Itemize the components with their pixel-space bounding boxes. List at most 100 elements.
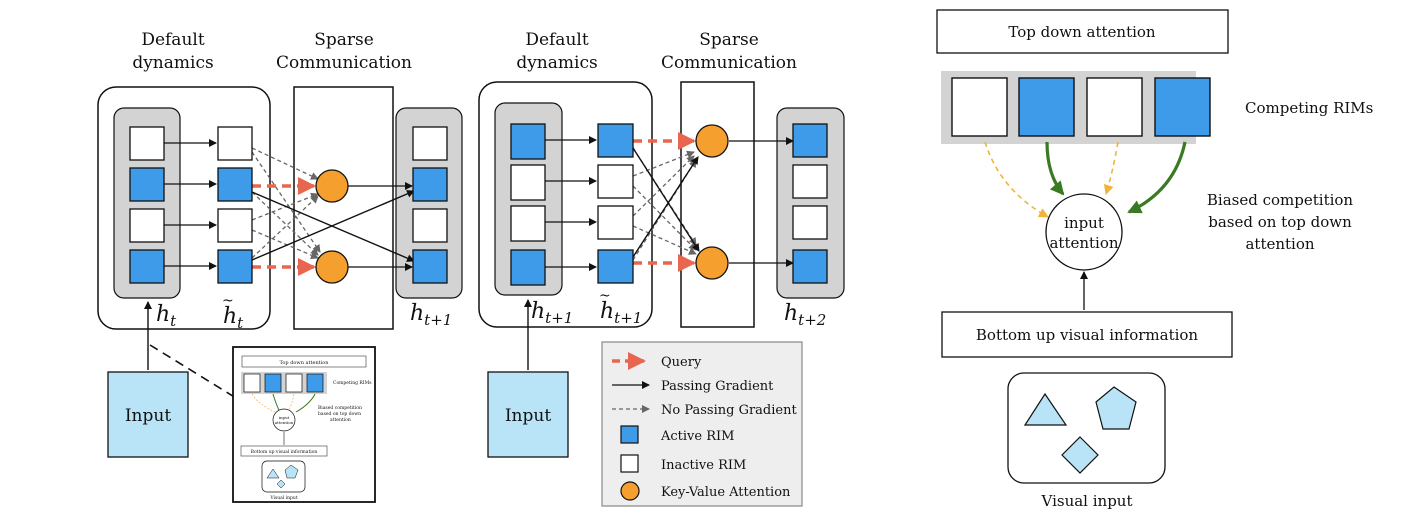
passing-gradient-arrow xyxy=(632,156,699,258)
legend-key-value-attention-swatch xyxy=(620,481,640,501)
strong-bias-arrow xyxy=(1127,141,1187,214)
svg-text:Top down attention: Top down attention xyxy=(279,360,329,366)
active-rim xyxy=(792,249,828,284)
no-passing-gradient-arrow xyxy=(251,195,319,259)
active-rim xyxy=(217,249,253,284)
inactive-rim xyxy=(129,208,165,243)
rim-boxes xyxy=(129,123,828,286)
active-rim xyxy=(412,167,448,202)
key-value-attention-node xyxy=(315,250,349,284)
input-label-2: Input xyxy=(505,406,551,426)
pentagon-shape xyxy=(1095,386,1137,430)
inactive-rim xyxy=(597,205,634,240)
competing-rims xyxy=(951,77,1211,137)
legend-passing-gradient-label: Passing Gradient xyxy=(661,379,774,394)
triangle-shape xyxy=(1023,392,1068,426)
bottom-up-box xyxy=(941,311,1233,358)
h-t1-label: ht+1 xyxy=(410,301,452,329)
svg-text:Competing RIMs: Competing RIMs xyxy=(333,380,372,386)
no-passing-gradient-arrow xyxy=(251,192,319,221)
svg-text:Visual input: Visual input xyxy=(269,495,297,501)
h-t2-label: ht+2 xyxy=(784,301,826,329)
inactive-rim xyxy=(129,126,165,161)
h-tilde-t-label: ht xyxy=(223,304,244,332)
sparse-communication-frame-2 xyxy=(680,81,755,328)
left-connections xyxy=(144,132,794,399)
input-box-2 xyxy=(487,371,569,458)
inactive-rim xyxy=(1086,77,1143,137)
active-rim xyxy=(510,123,546,160)
h-tilde-t1-label: ht+1 xyxy=(600,299,642,327)
h-t-label: ht xyxy=(156,302,177,330)
legend-key-value-attention-label: Key-Value Attention xyxy=(661,485,791,500)
legend-inactive-rim-label: Inactive RIM xyxy=(661,458,746,473)
competing-rims-label: Competing RIMs xyxy=(1245,99,1373,117)
sparse-communication-frame-1 xyxy=(293,86,394,330)
weak-bias-arrow xyxy=(984,141,1049,218)
active-rim xyxy=(510,249,546,286)
no-passing-gradient-arrow xyxy=(632,225,697,255)
legend-no-passing-gradient-label: No Passing Gradient xyxy=(661,403,797,418)
active-rim xyxy=(412,249,448,284)
no-passing-gradient-arrow xyxy=(251,229,319,259)
bottom-up-label: Bottom up visual information xyxy=(976,326,1199,344)
inactive-rim xyxy=(951,77,1008,137)
inactive-rim xyxy=(510,205,546,242)
legend-query-label: Query xyxy=(661,355,702,370)
inactive-rim xyxy=(597,164,634,199)
input-attention-node xyxy=(1045,193,1123,271)
visual-input-label: Visual input xyxy=(1041,492,1133,510)
inactive-rim xyxy=(217,208,253,243)
input-box-1 xyxy=(107,371,189,458)
active-rim xyxy=(217,167,253,202)
legend: Query Passing Gradient No Passing Gradie… xyxy=(601,341,803,507)
no-passing-gradient-arrow xyxy=(251,147,319,180)
h-t1-b-label: ht+1 xyxy=(531,299,573,327)
input-label-1: Input xyxy=(125,406,171,426)
legend-active-rim-swatch xyxy=(620,425,639,444)
active-rim xyxy=(597,123,634,158)
default-dynamics-frame-2 xyxy=(478,81,653,328)
inactive-rim xyxy=(792,205,828,240)
top-down-attention-label: Top down attention xyxy=(1008,23,1156,41)
default-dynamics-frame-1 xyxy=(97,86,271,330)
passing-gradient-arrow xyxy=(251,190,415,261)
active-rim xyxy=(792,123,828,158)
top-down-attention-box xyxy=(936,9,1229,54)
key-value-attention-node xyxy=(695,124,729,158)
thumbnail-link xyxy=(149,344,237,399)
legend-inactive-rim-swatch xyxy=(620,454,639,473)
inactive-rim xyxy=(217,126,253,161)
no-passing-gradient-arrow xyxy=(632,150,695,177)
weak-bias-arrow xyxy=(1103,141,1119,195)
inactive-rim xyxy=(792,164,828,199)
active-rim xyxy=(597,249,634,284)
active-rim xyxy=(129,167,165,202)
svg-text:Bottom up visual information: Bottom up visual information xyxy=(251,449,318,455)
no-passing-gradient-arrow xyxy=(632,185,697,251)
tilde-mark: ~ xyxy=(222,293,234,309)
inactive-rim xyxy=(510,164,546,201)
no-passing-gradient-arrow xyxy=(251,191,319,256)
inactive-rim xyxy=(412,126,448,161)
diamond-shape xyxy=(1061,436,1099,474)
inactive-rim xyxy=(412,208,448,243)
key-value-attention-node xyxy=(315,169,349,203)
active-rim xyxy=(1018,77,1075,137)
legend-active-rim-label: Active RIM xyxy=(660,429,734,444)
active-rim xyxy=(1154,77,1211,137)
strong-bias-arrow xyxy=(1045,141,1065,196)
key-value-attention-node xyxy=(695,246,729,280)
no-passing-gradient-arrow xyxy=(632,155,695,217)
